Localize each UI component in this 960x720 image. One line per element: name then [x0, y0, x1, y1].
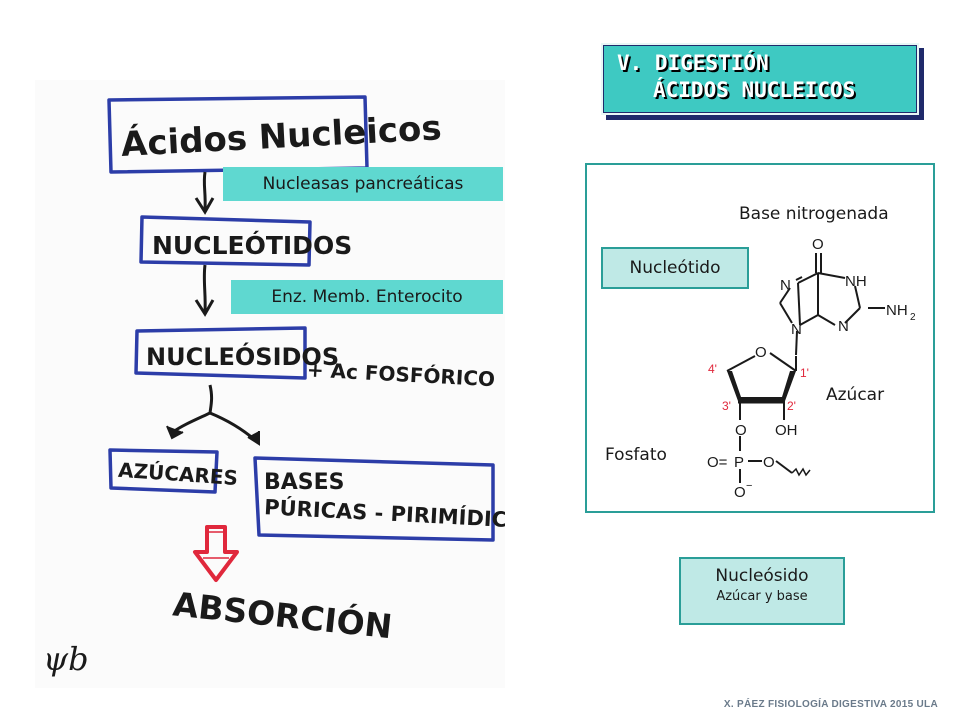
- azucares-text: AZÚCARES: [117, 458, 238, 490]
- signature-mark: ψb: [43, 640, 89, 678]
- red-down-arrow: [193, 525, 239, 582]
- atom-N-glyco: N: [791, 321, 802, 338]
- base-nitrogenada-label: Base nitrogenada: [739, 204, 889, 224]
- atom-N-left: N: [780, 277, 791, 294]
- footer-credit: X. PÁEZ FISIOLOGÍA DIGESTIVA 2015 ULA: [723, 699, 938, 710]
- ac-fosforico-text: + Ac FOSFÓRICO: [306, 357, 495, 391]
- arrow-down-1: [202, 171, 207, 211]
- flowchart-drawing: Ácidos Nucleicos NUCLEÓTIDOS NUCLEÓSIDOS…: [43, 95, 539, 678]
- atom-N-bottom: N: [838, 318, 849, 335]
- carbon-3-label: 3': [722, 399, 731, 413]
- atom-O-double: O=: [707, 454, 728, 471]
- atom-NH: NH: [845, 273, 867, 290]
- azucares-box: [108, 448, 219, 494]
- minus-charge: −: [746, 480, 752, 492]
- nucleotide-diagram-frame: [585, 163, 935, 513]
- atom-O-ring: O: [755, 344, 767, 361]
- acidos-text: Ácidos Nucleicos: [120, 107, 443, 165]
- enzyme-label-nucleasas: Nucleasas pancreáticas: [223, 167, 503, 201]
- atom-O-right: O: [763, 454, 775, 471]
- nucleotidos-box: [139, 215, 312, 267]
- atom-O-top: O: [812, 236, 824, 253]
- atom-OH: OH: [775, 422, 798, 439]
- carbon-2-label: 2': [787, 399, 796, 413]
- nucleosido-box: Nucleósido Azúcar y base: [679, 557, 845, 625]
- bases-text-line1: BASES: [264, 470, 345, 495]
- arrow-down-2: [202, 264, 207, 313]
- atom-O-3: O: [735, 422, 747, 439]
- nucleosidos-text: NUCLEÓSIDOS: [146, 341, 339, 371]
- nucleotidos-text: NUCLEÓTIDOS: [152, 230, 352, 260]
- bases-box: [253, 456, 495, 542]
- enzyme-label-enterocito: Enz. Memb. Enterocito: [231, 280, 503, 314]
- atom-NH2-sub: 2: [910, 312, 916, 323]
- nucleotido-label: Nucleótido: [601, 247, 749, 289]
- title-line-1: V. DIGESTIÓN: [617, 51, 769, 75]
- nucleosidos-box: [134, 326, 307, 380]
- fosfato-label: Fosfato: [605, 445, 667, 465]
- fork-arrows: [172, 384, 256, 442]
- nucleotide-structure: O NH NH 2 N N N O 4' 1' 3' 2' O OH O= P …: [707, 236, 916, 501]
- carbon-1-label: 1': [800, 366, 809, 380]
- section-title: V. DIGESTIÓN ÁCIDOS NUCLEICOS: [601, 43, 919, 115]
- nucleosido-title: Nucleósido: [715, 566, 809, 586]
- azucar-label: Azúcar: [826, 385, 885, 405]
- carbon-4-label: 4': [708, 362, 717, 376]
- absorcion-text: ABSORCIÓN: [171, 583, 394, 646]
- bases-text-line2: PÚRICAS - PIRIMÍDICAS: [264, 494, 505, 533]
- title-line-2: ÁCIDOS NUCLEICOS: [653, 78, 856, 102]
- atom-O-minus: O: [734, 484, 746, 501]
- nucleosido-subtitle: Azúcar y base: [716, 589, 808, 604]
- atom-NH2: NH: [886, 302, 908, 319]
- atom-P: P: [734, 454, 744, 471]
